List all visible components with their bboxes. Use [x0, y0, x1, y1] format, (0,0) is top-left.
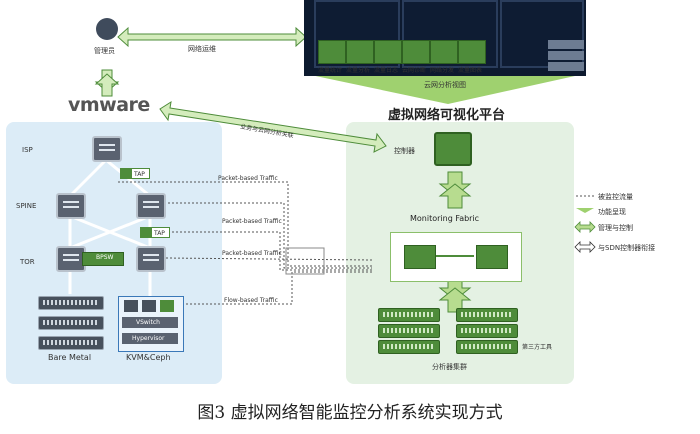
- tap-device[interactable]: TAP: [140, 227, 170, 238]
- tile-label: 流量图表: [458, 67, 483, 74]
- bare-metal-server: [38, 296, 104, 310]
- analyzer-server: [378, 324, 440, 338]
- analyzer-server: [456, 308, 518, 322]
- traffic-aggregation-box: [285, 247, 325, 275]
- analyzer-server: [378, 340, 440, 354]
- vm-icon: [124, 300, 138, 312]
- network-ops-label: 网络运维: [188, 45, 216, 53]
- tor-switch[interactable]: [136, 246, 166, 272]
- kpi-block: [548, 40, 584, 49]
- tap-device[interactable]: TAP: [120, 168, 150, 179]
- tor-switch[interactable]: [56, 246, 86, 272]
- tile-label: 流量分析: [346, 67, 371, 74]
- isp-label: ISP: [22, 146, 33, 154]
- analyzer-server: [456, 340, 518, 354]
- tap-icon: [140, 227, 152, 238]
- bare-metal-server: [38, 316, 104, 330]
- fabric-switch[interactable]: [476, 245, 508, 269]
- tap-label: TAP: [154, 230, 165, 237]
- admin-icon: [96, 18, 118, 40]
- vmware-logo: vmware: [68, 94, 150, 116]
- platform-title: 虚拟网络可视化平台: [388, 108, 506, 123]
- isp-switch[interactable]: [92, 136, 122, 162]
- spine-switch[interactable]: [136, 193, 166, 219]
- spine-switch[interactable]: [56, 193, 86, 219]
- flow-traffic-line: [186, 271, 372, 305]
- kvm-label: KVM&Ceph: [126, 353, 171, 362]
- legend-green-arrow-icon: [574, 221, 596, 233]
- spine-label: SPINE: [16, 202, 37, 210]
- dashboard-tile[interactable]: [318, 40, 346, 64]
- traffic-label: Packet-based Traffic: [218, 175, 278, 182]
- dashboard-tile[interactable]: [458, 40, 486, 64]
- analyzer-server: [378, 308, 440, 322]
- dashboard-tile[interactable]: [346, 40, 374, 64]
- vswitch-box: [122, 317, 178, 328]
- bare-metal-label: Bare Metal: [48, 353, 92, 362]
- hypervisor-box: [122, 333, 178, 344]
- legend-item: 与SDN控制器衔接: [598, 244, 656, 252]
- kpi-block: [548, 62, 584, 71]
- traffic-label: Packet-based Traffic: [222, 218, 282, 225]
- legend-item: 被监控流量: [598, 193, 633, 201]
- bpsw-label: BPSW: [96, 254, 114, 261]
- fabric-label: Monitoring Fabric: [410, 214, 480, 223]
- fabric-link: [436, 255, 474, 257]
- tile-label: 云网诊断: [402, 67, 427, 74]
- packet-traffic-line: [118, 181, 372, 267]
- packet-traffic-line: [164, 231, 372, 271]
- hypervisor-label: Hypervisor: [132, 335, 165, 342]
- traffic-label: Packet-based Traffic: [222, 250, 282, 257]
- dashboard-map-screen: [500, 0, 584, 68]
- admin-label: 管理员: [94, 47, 115, 55]
- cluster-label: 分析器集群: [432, 363, 467, 371]
- third-party-label: 第三方工具: [522, 344, 553, 351]
- controller-icon[interactable]: [434, 132, 472, 166]
- vmware-controller-arrow: [159, 100, 387, 153]
- bare-metal-server: [38, 336, 104, 350]
- legend-item: 功能呈现: [598, 208, 626, 216]
- controller-label: 控制器: [394, 147, 415, 155]
- dashboard-tile[interactable]: [430, 40, 458, 64]
- network-ops-arrow: [117, 26, 307, 48]
- traffic-label: Flow-based Traffic: [224, 297, 278, 304]
- vswitch-label: VSwitch: [136, 319, 160, 326]
- legend-white-arrow-icon: [574, 241, 596, 253]
- packet-traffic-line: [160, 202, 372, 269]
- dashboard-funnel: [306, 74, 584, 104]
- tile-label: 流量日志: [374, 67, 399, 74]
- dashboard-caption: 云网分析视图: [424, 81, 466, 89]
- tile-label: 网络分发: [430, 67, 455, 74]
- packet-traffic-line: [165, 257, 373, 261]
- legend-item: 管理与控制: [598, 224, 633, 232]
- vm-icon: [160, 300, 174, 312]
- tap-label: TAP: [134, 171, 145, 178]
- spine-tor-link: [69, 214, 151, 250]
- isp-spine-link: [68, 158, 108, 198]
- tor-label: TOR: [20, 258, 35, 266]
- tile-label: 流量统计: [318, 67, 343, 74]
- dashboard-tile[interactable]: [374, 40, 402, 64]
- bpsw-device[interactable]: [82, 252, 124, 266]
- dashboard-tile[interactable]: [402, 40, 430, 64]
- analyzer-server: [456, 324, 518, 338]
- fabric-switch[interactable]: [404, 245, 436, 269]
- kpi-block: [548, 51, 584, 60]
- legend-funnel-icon: [576, 208, 594, 213]
- tap-icon: [120, 168, 132, 179]
- vm-icon: [142, 300, 156, 312]
- figure-caption: 图3 虚拟网络智能监控分析系统实现方式: [197, 403, 503, 423]
